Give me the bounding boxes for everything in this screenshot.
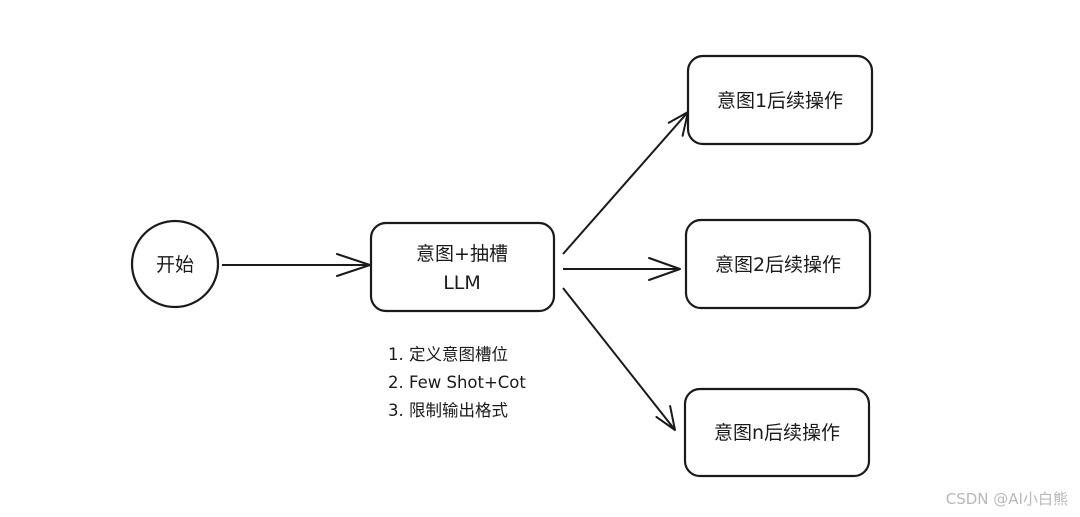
watermark: CSDN @AI小白熊 bbox=[945, 490, 1068, 508]
arrow-llm-to-outcome-2 bbox=[563, 257, 681, 281]
llm-note-item: 1. 定义意图槽位 bbox=[388, 345, 508, 364]
arrow-start-to-llm bbox=[222, 253, 371, 277]
start-node: 开始 bbox=[130, 219, 220, 309]
llm-note-item: 2. Few Shot+Cot bbox=[388, 373, 526, 392]
arrow-llm-to-outcome-n-line bbox=[562, 287, 676, 431]
llm-node-label-line1: 意图+抽槽 bbox=[416, 243, 508, 265]
arrow-llm-to-outcome-n-head bbox=[655, 405, 676, 431]
start-node-circle bbox=[130, 219, 220, 309]
arrow-llm-to-outcome-2-head bbox=[648, 257, 681, 281]
llm-node-label-line2: LLM bbox=[443, 272, 481, 294]
llm-node: 意图+抽槽 LLM bbox=[369, 221, 556, 313]
outcome-node-n: 意图n后续操作 bbox=[683, 387, 871, 478]
arrow-llm-to-outcome-n bbox=[562, 287, 676, 431]
outcome-node-2-label: 意图2后续操作 bbox=[715, 254, 841, 276]
llm-node-box bbox=[369, 221, 556, 313]
outcome-node-1-box bbox=[686, 54, 874, 146]
outcome-node-2-box bbox=[684, 218, 872, 310]
outcome-node-1: 意图1后续操作 bbox=[686, 54, 874, 146]
outcome-node-n-box bbox=[683, 387, 871, 478]
outcome-node-1-label: 意图1后续操作 bbox=[717, 90, 843, 112]
outcome-node-n-label: 意图n后续操作 bbox=[714, 422, 840, 444]
arrow-llm-to-outcome-1-line bbox=[562, 111, 689, 255]
arrow-llm-to-outcome-1 bbox=[562, 111, 689, 255]
llm-notes: 1. 定义意图槽位 2. Few Shot+Cot 3. 限制输出格式 bbox=[388, 341, 526, 425]
outcome-node-2: 意图2后续操作 bbox=[684, 218, 872, 310]
start-node-label: 开始 bbox=[156, 254, 194, 276]
llm-note-item: 3. 限制输出格式 bbox=[388, 401, 508, 420]
